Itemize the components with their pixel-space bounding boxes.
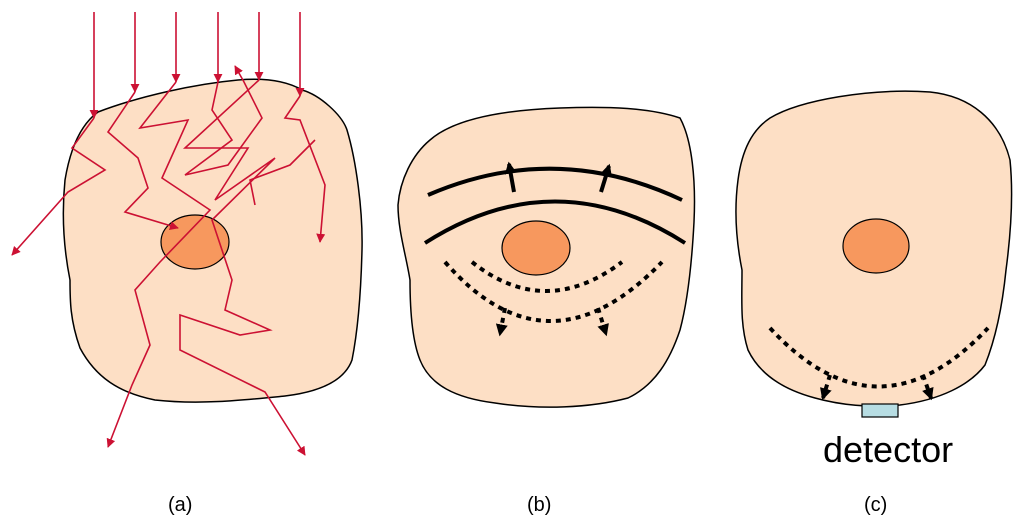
- detector: [862, 404, 898, 417]
- caption-c: (c): [864, 494, 887, 516]
- detector-label: detector: [823, 429, 953, 470]
- panel-b: (b): [398, 107, 694, 516]
- caption-a: (a): [168, 494, 192, 516]
- caption-b: (b): [527, 494, 551, 516]
- panel-c: detector (c): [736, 91, 1012, 516]
- inclusion-b: [502, 221, 570, 275]
- panel-a: (a): [12, 12, 362, 516]
- inclusion-c: [843, 219, 909, 273]
